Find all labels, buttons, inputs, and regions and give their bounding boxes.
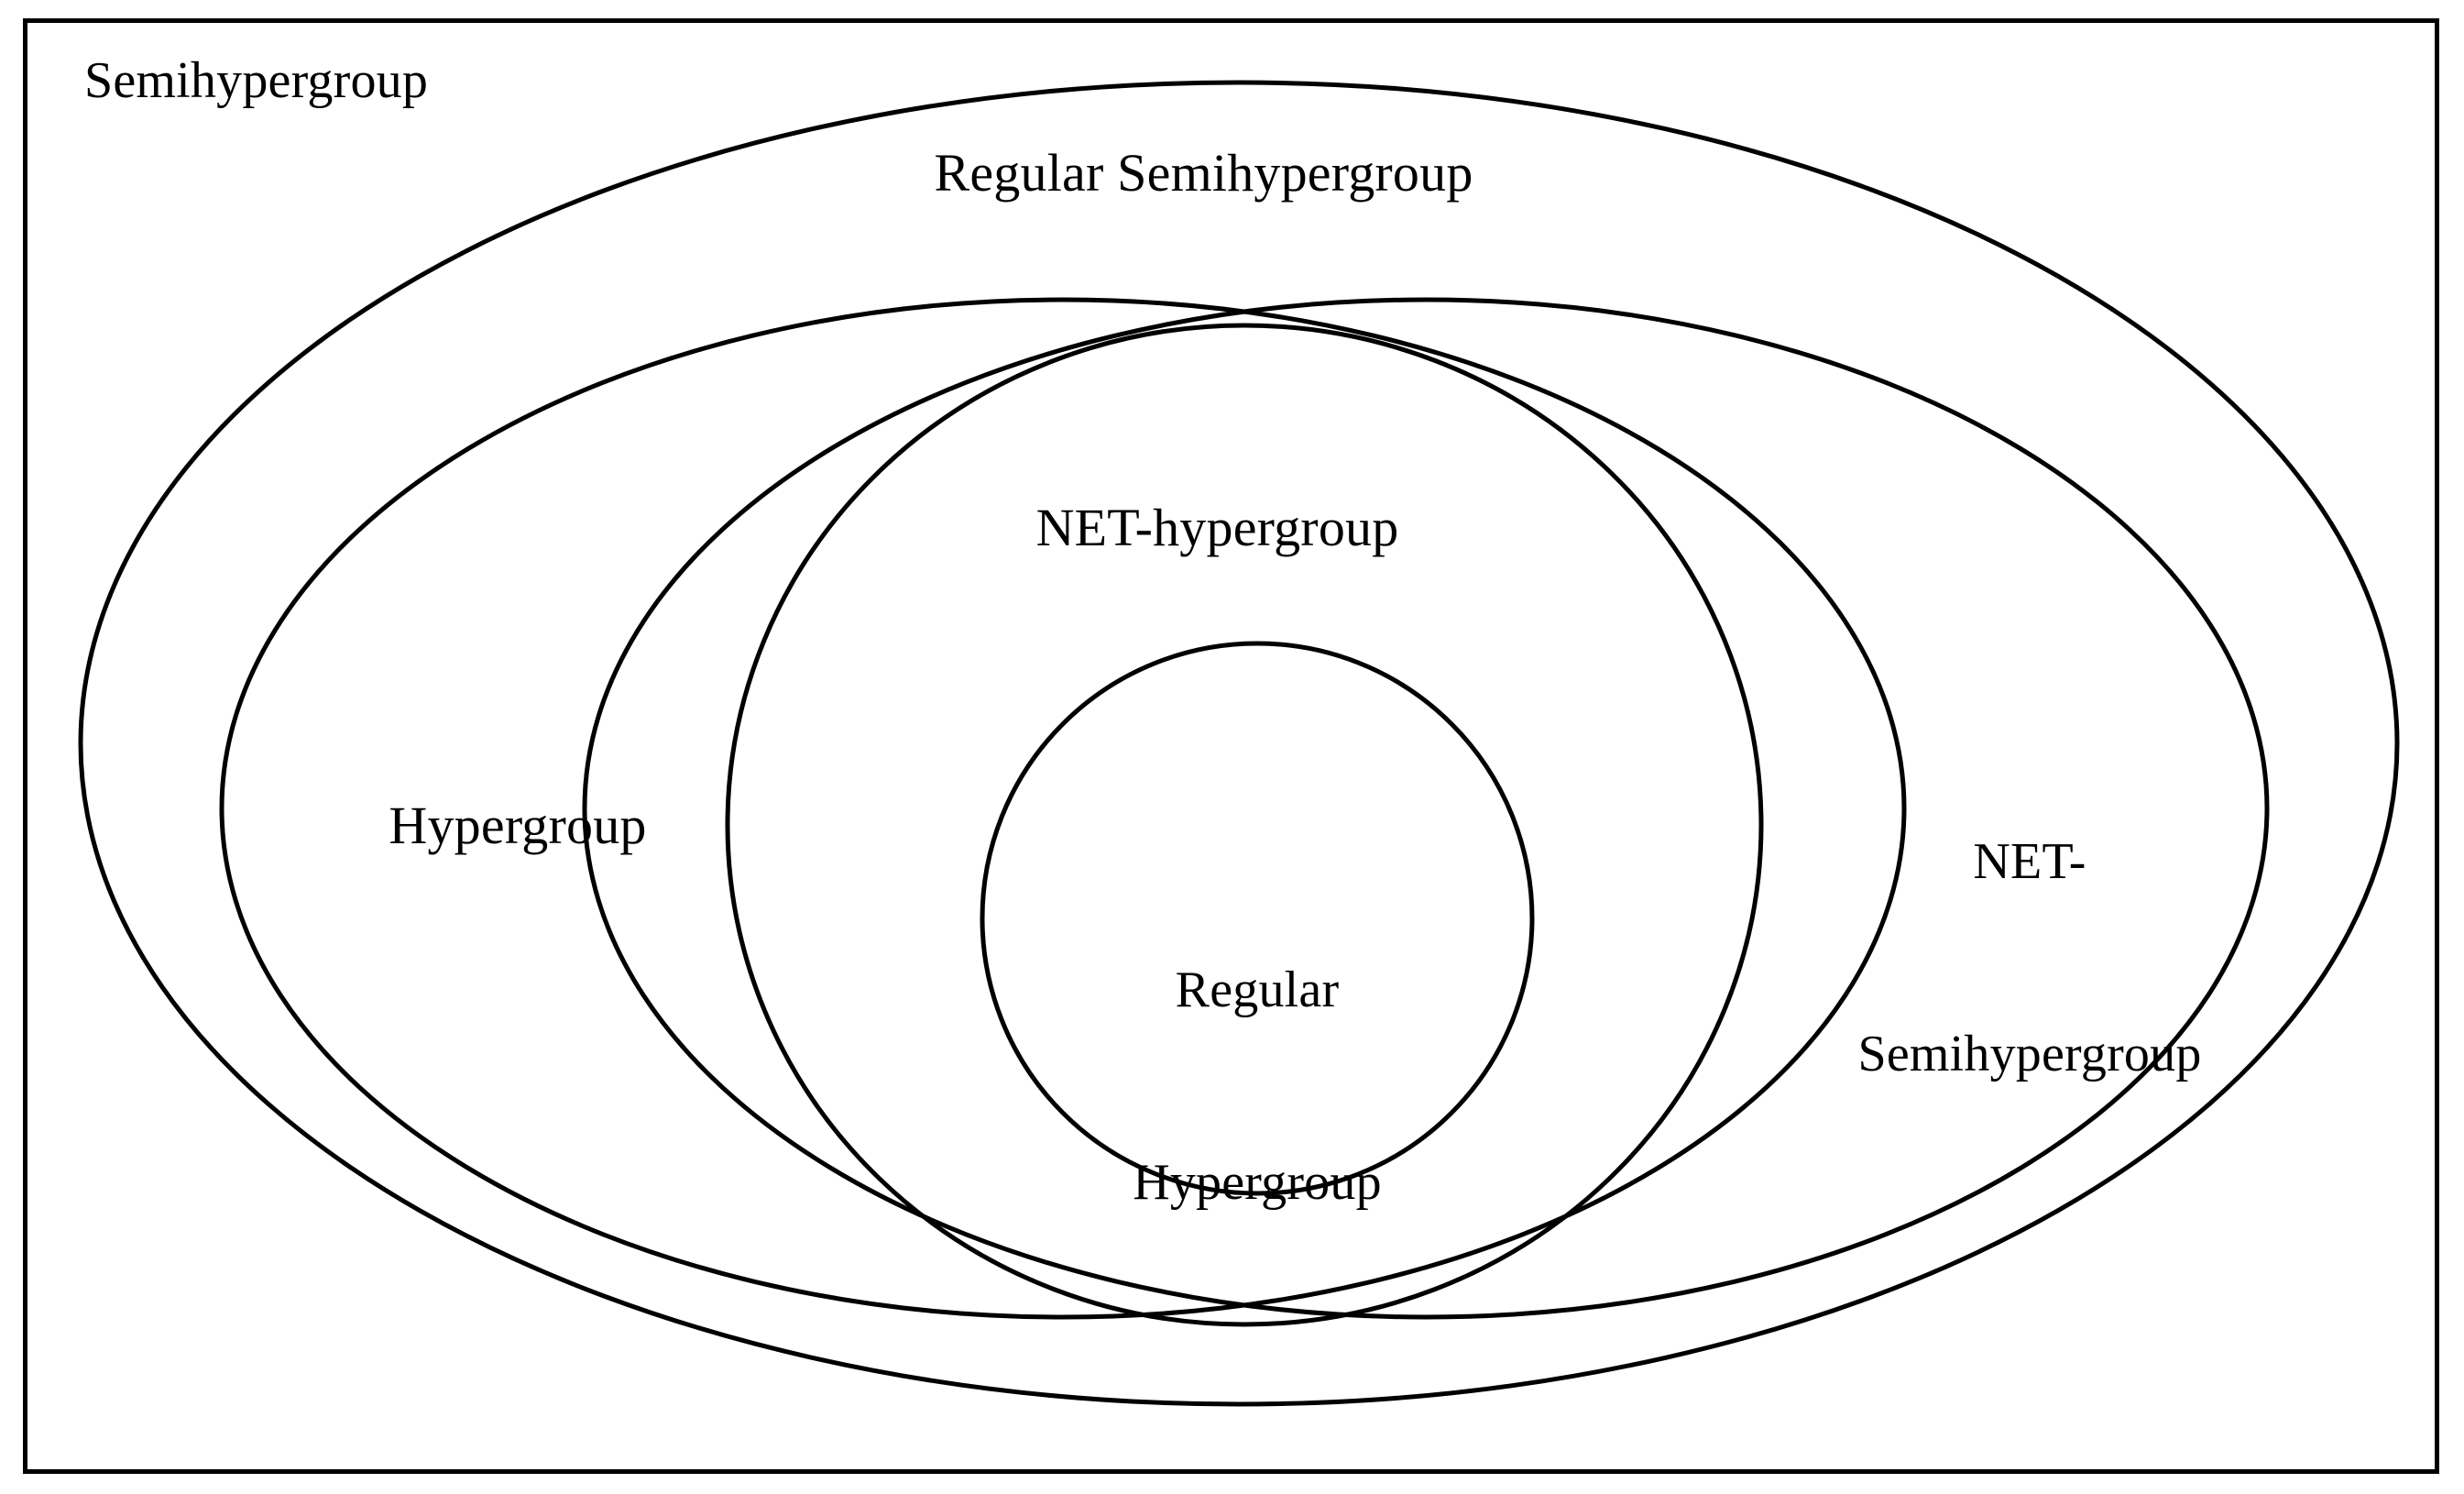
- label-net-semihypergroup: NET- Semihypergroup: [1764, 701, 2295, 1214]
- label-net-semihypergroup-line2: Semihypergroup: [1857, 1026, 2202, 1082]
- label-semihypergroup: Semihypergroup: [84, 52, 429, 109]
- label-regular-hypergroup: Regular Hypergroup: [982, 829, 1532, 1343]
- label-hypergroup: Hypergroup: [389, 796, 647, 855]
- label-regular-semihypergroup: Regular Semihypergroup: [934, 143, 1473, 203]
- universe-rectangle-semihypergroup: [23, 18, 2439, 1474]
- ellipse-net-hypergroup: [725, 323, 1764, 1327]
- ellipse-hypergroup: [219, 297, 1907, 1320]
- label-regular-hypergroup-line1: Regular: [1175, 961, 1340, 1018]
- label-regular-hypergroup-line2: Hypergroup: [1133, 1154, 1382, 1211]
- ellipse-net-semihypergroup: [582, 297, 2270, 1320]
- label-net-semihypergroup-line1: NET-: [1973, 833, 2086, 890]
- ellipse-regular-semihypergroup: [78, 80, 2400, 1407]
- circle-regular-hypergroup: [980, 641, 1535, 1196]
- label-net-hypergroup: NET-hypergroup: [1035, 498, 1399, 557]
